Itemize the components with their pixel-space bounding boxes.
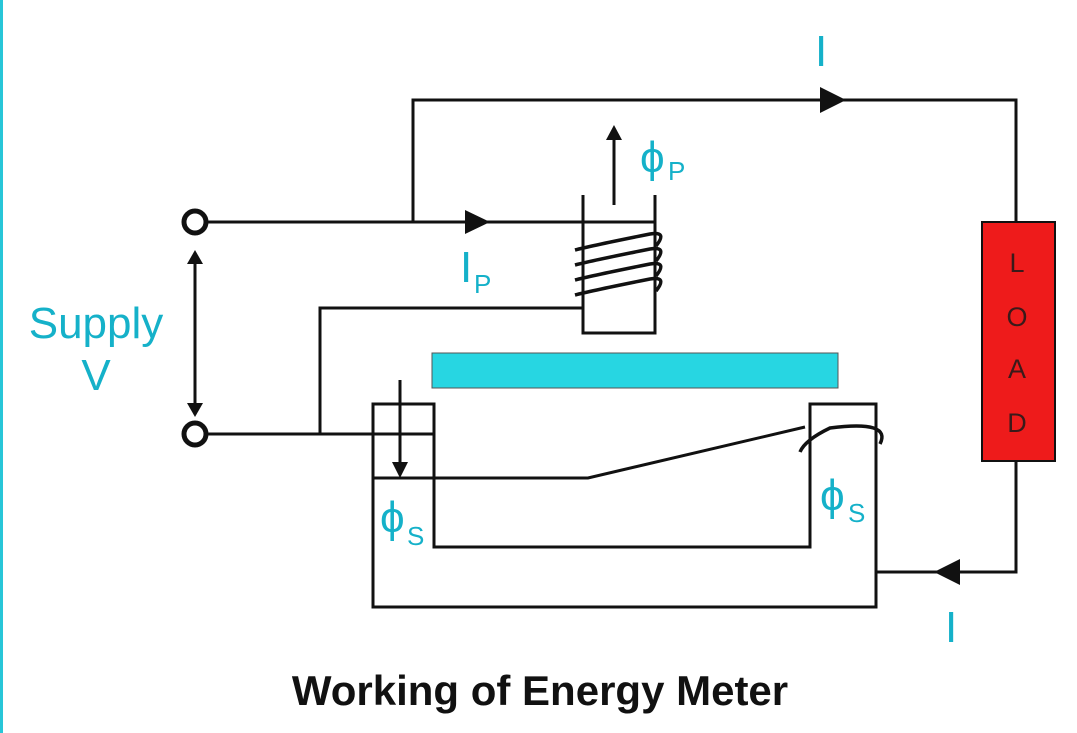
current-arrow-top <box>820 87 846 113</box>
pressure-coil-return <box>318 306 583 434</box>
label-flux-series-left: ϕ <box>380 493 405 542</box>
label-flux-pressure-sub: P <box>668 156 685 186</box>
load-letter-o: O <box>1006 302 1027 332</box>
pressure-flux-arrow <box>606 125 622 205</box>
pressure-current-arrow <box>465 210 490 234</box>
series-flux-arrow <box>392 380 408 478</box>
pressure-coil-winding <box>574 231 663 297</box>
label-flux-series-left-sub: S <box>407 521 424 551</box>
supply-voltage-arrow <box>187 250 203 417</box>
current-path-bottom <box>876 461 1018 574</box>
current-path-top <box>411 98 1018 222</box>
label-flux-series-right-sub: S <box>848 498 865 528</box>
label-supply: Supply <box>29 299 164 348</box>
label-flux-pressure: ϕ <box>640 133 665 182</box>
load-letter-d: D <box>1007 408 1027 438</box>
label-pressure-current-sub: P <box>474 269 491 299</box>
load-letter-l: L <box>1009 248 1024 278</box>
series-coil-wire <box>373 425 806 480</box>
series-coil-winding <box>798 424 884 453</box>
aluminium-disc <box>431 352 839 389</box>
load-letter-a: A <box>1008 354 1026 384</box>
supply-terminal-bottom <box>181 420 209 448</box>
left-border <box>0 0 3 733</box>
label-flux-series-right: ϕ <box>820 471 845 520</box>
label-supply-voltage: V <box>81 351 111 400</box>
current-arrow-bottom <box>934 559 960 585</box>
label-current-top: I <box>815 27 827 76</box>
label-pressure-current: I <box>460 243 472 292</box>
label-current-bottom: I <box>945 603 957 652</box>
load-box <box>981 221 1056 462</box>
diagram-title: Working of Energy Meter <box>292 667 788 714</box>
supply-terminal-top <box>181 208 209 236</box>
series-magnet-core <box>371 402 878 609</box>
